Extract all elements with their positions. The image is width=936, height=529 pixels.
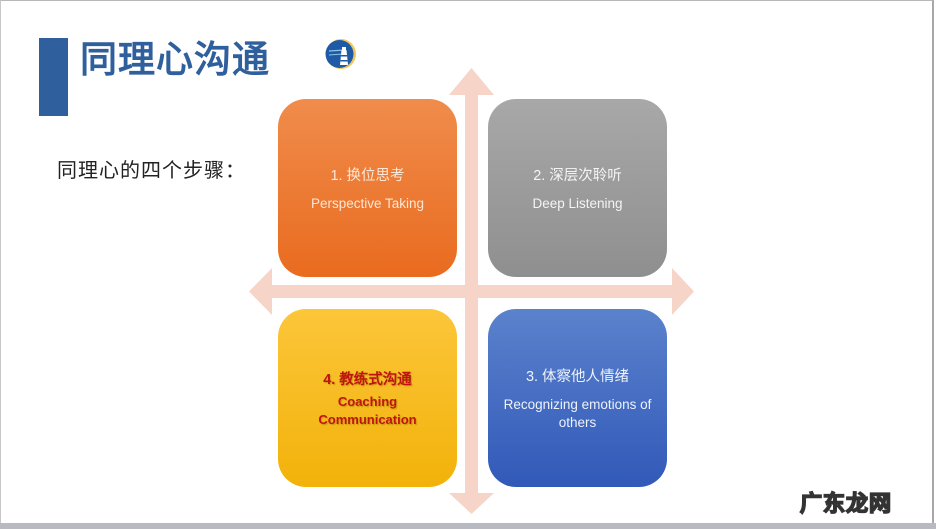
subtitle: 同理心的四个步骤： [57, 158, 246, 182]
watermark: 广东龙网 [799, 491, 893, 518]
quadrant-en-label: Deep Listening [532, 195, 623, 211]
quadrant-coaching-communication: 4. 教练式沟通 Coaching Communication [278, 309, 457, 487]
quadrant-deep-listening: 2. 深层次聆听 Deep Listening [488, 99, 667, 277]
quadrant-recognizing-emotions: 3. 体察他人情绪 Recognizing emotions of others [488, 309, 667, 487]
arrow-left-icon [249, 268, 272, 315]
slide-title: 同理心沟通 [80, 38, 270, 81]
lighthouse-logo-icon [325, 39, 356, 69]
quadrant-en-label: Coaching Communication [318, 393, 417, 427]
bottom-strip [0, 523, 936, 529]
arrow-down-icon [449, 493, 494, 514]
quadrant-cn-label: 3. 体察他人情绪 [525, 368, 630, 385]
quadrant-perspective-taking: 1. 换位思考 Perspective Taking [278, 99, 457, 277]
quadrant-cn-label: 1. 换位思考 [330, 167, 405, 184]
title-accent-bar [39, 38, 68, 116]
quadrant-cn-label: 4. 教练式沟通 [323, 371, 412, 388]
arrow-right-icon [672, 268, 694, 315]
quadrant-en-label: Recognizing emotions of others [503, 396, 652, 430]
quadrant-en-label: Perspective Taking [310, 195, 425, 211]
arrow-up-icon [449, 68, 494, 95]
quadrant-cn-label: 2. 深层次聆听 [533, 167, 622, 184]
